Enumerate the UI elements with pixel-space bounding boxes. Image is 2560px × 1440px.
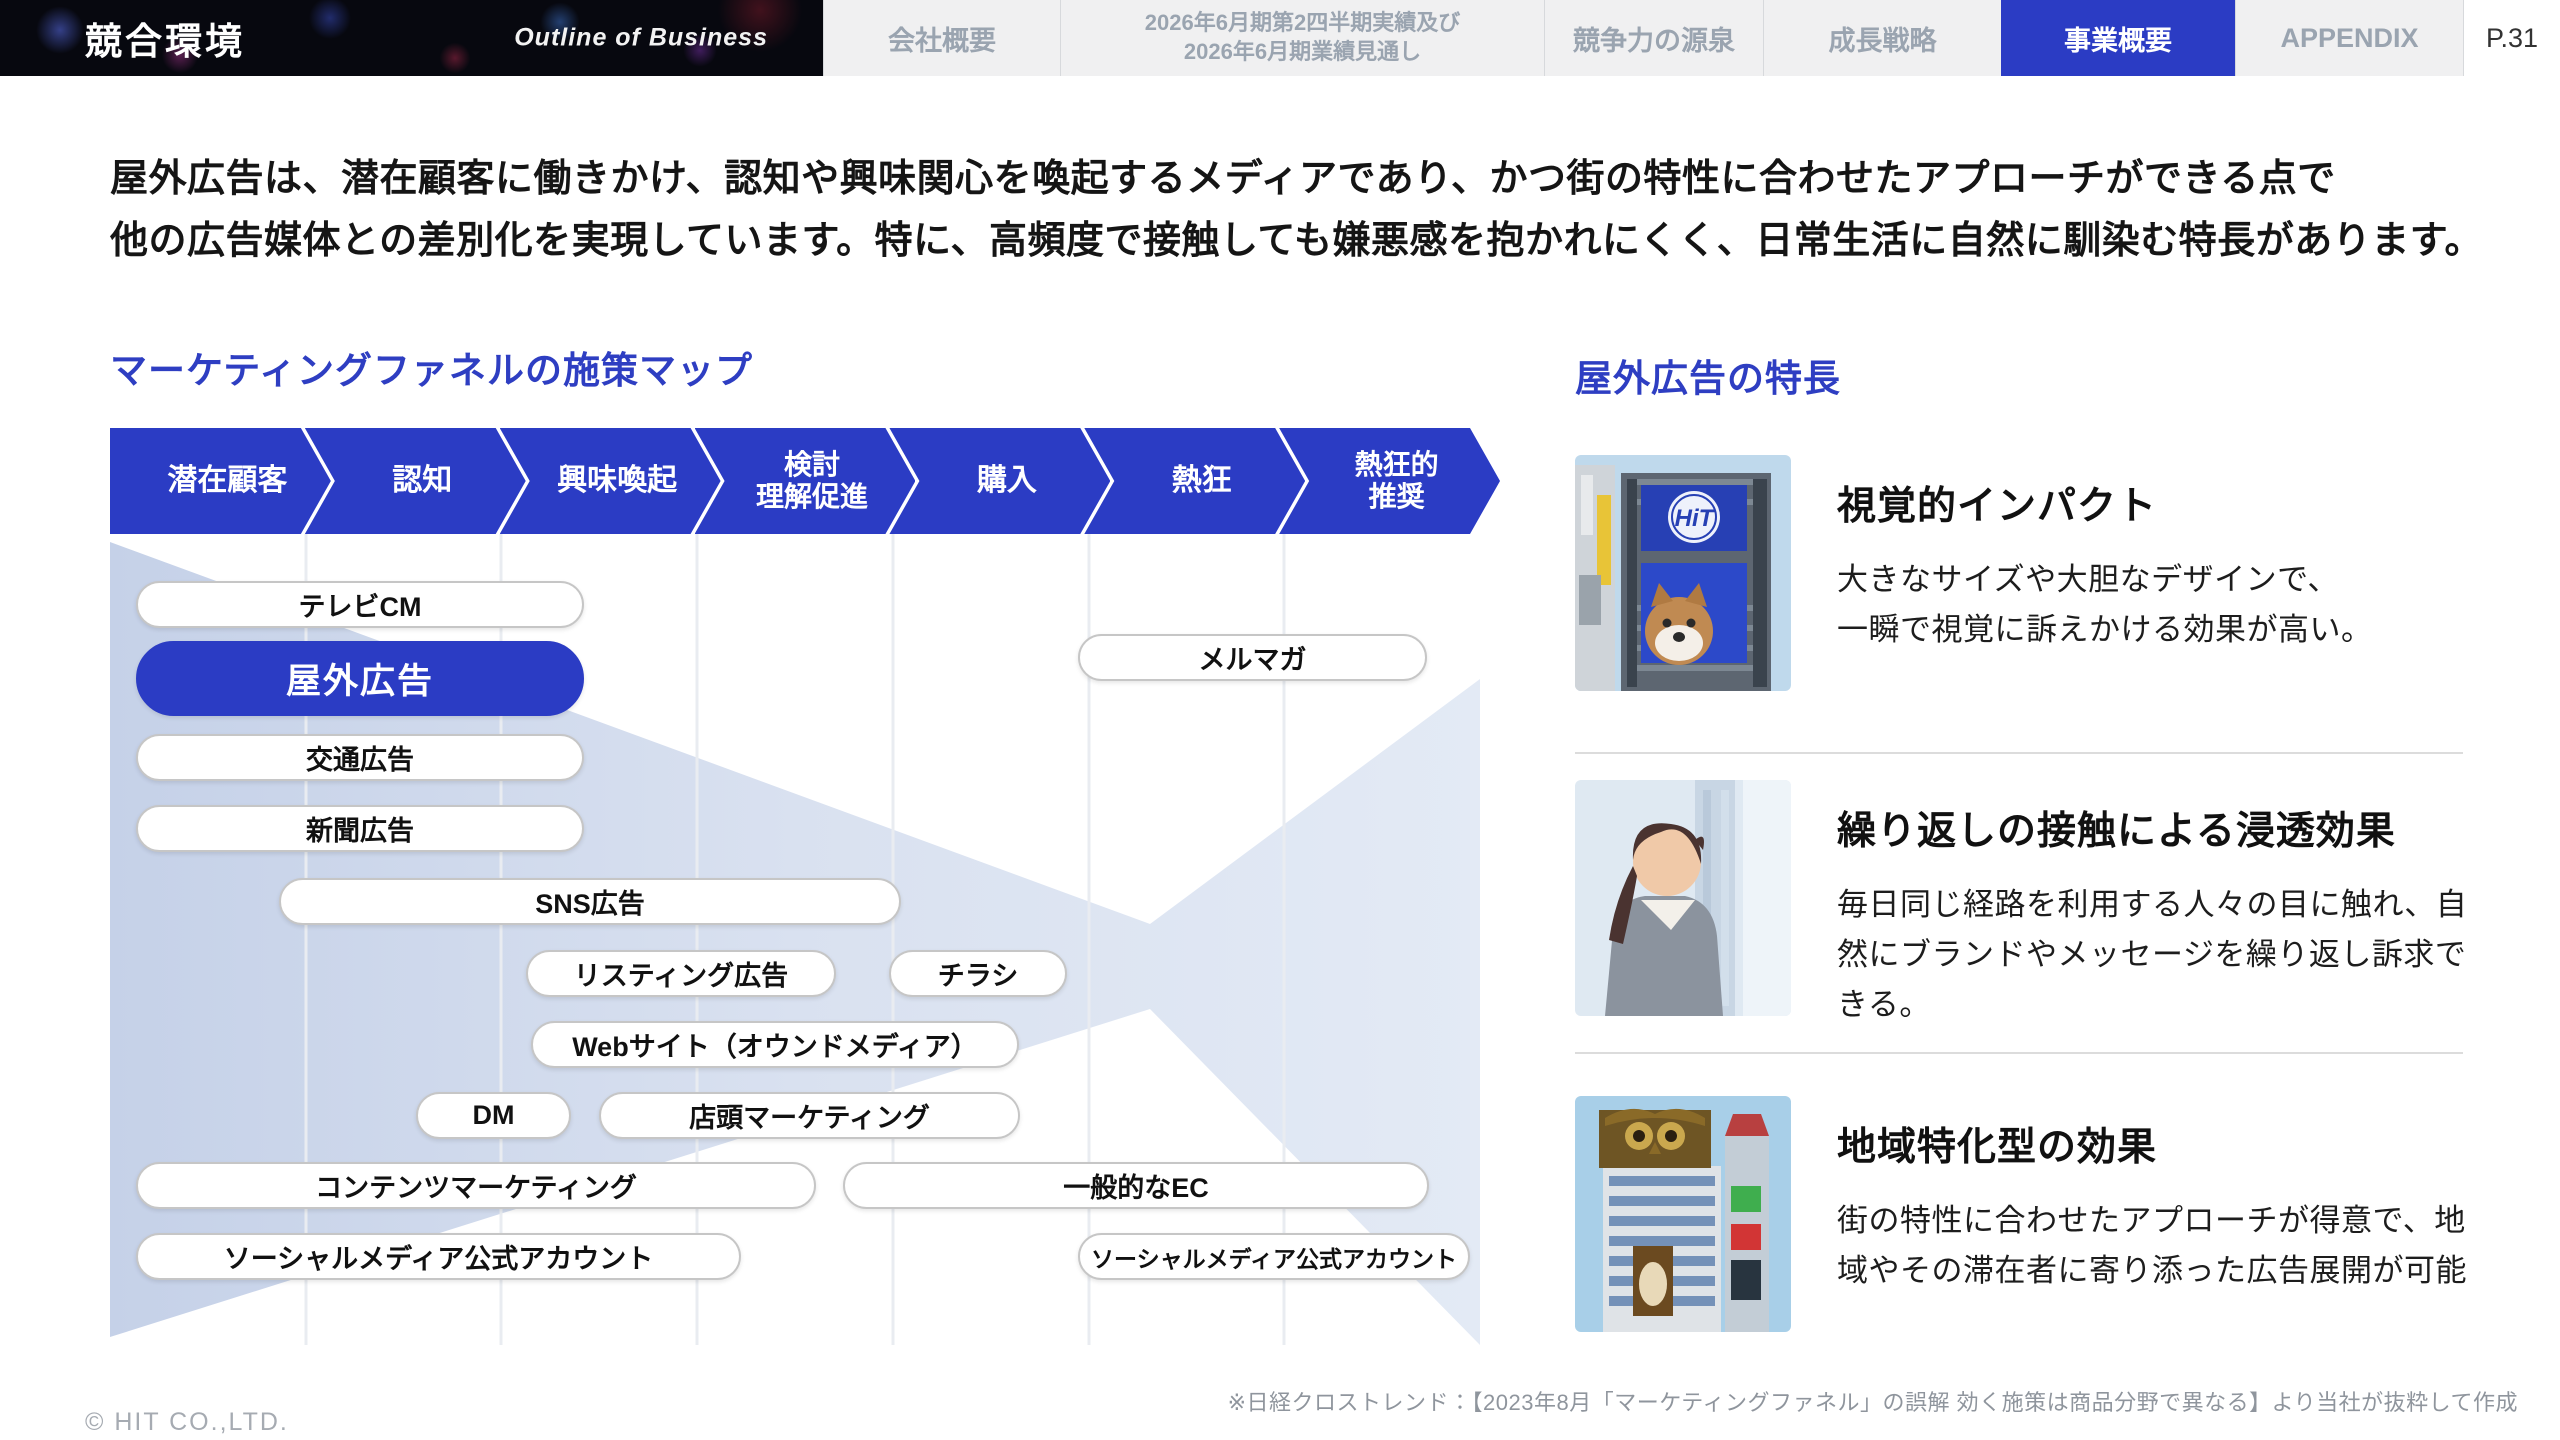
feature-heading: 繰り返しの接触による浸透効果 [1837, 810, 2396, 853]
slide-section-subtitle: Outline of Business [514, 23, 768, 52]
stage-arrow-interest: 興味喚起 [500, 428, 721, 534]
feature-heading: 視覚的インパクト [1837, 485, 2158, 528]
funnel-pill-mail-magazine: メルマガ [1078, 634, 1427, 681]
feature-image-woman-looking-up [1575, 780, 1791, 1016]
intro-line-2: 他の広告媒体との差別化を実現しています。特に、高頻度で接触しても嫌悪感を抱かれに… [110, 220, 2483, 262]
tab-fy2026-results[interactable]: 2026年6月期第2四半期実績及び 2026年6月期業績見通し [1060, 0, 1544, 76]
funnel-pill-newspaper-ad: 新聞広告 [136, 805, 584, 852]
funnel-pill-content-marketing: コンテンツマーケティング [136, 1162, 816, 1209]
page-number: P.31 [2463, 0, 2560, 76]
tab-competitive-strength[interactable]: 競争力の源泉 [1544, 0, 1763, 76]
funnel-section-title: マーケティングファネルの施策マップ [110, 350, 754, 391]
feature-body: 大きなサイズや大胆なデザインで、 一瞬で視覚に訴えかける効果が高い。 [1837, 562, 2373, 647]
feature-visual-impact: HiT 視覚的インパクト 大きなサイズや大胆なデザインで、 一瞬で視覚に訴えかけ… [1575, 455, 2505, 691]
tab-appendix[interactable]: APPENDIX [2235, 0, 2463, 76]
funnel-pill-social-official-left: ソーシャルメディア公式アカウント [136, 1233, 741, 1280]
feature-local-effect: 地域特化型の効果 街の特性に合わせたアプローチが得意で、地域やその滞在者に寄り添… [1575, 1096, 2505, 1332]
tab-growth-strategy[interactable]: 成長戦略 [1763, 0, 2001, 76]
slide-section-title: 競合環境 [85, 21, 245, 62]
feature-divider [1575, 1052, 2463, 1054]
funnel-stage-arrows: 潜在顧客 認知 興味喚起 検討 理解促進 購入 熱狂 熱狂的 推奨 [110, 428, 1500, 534]
funnel-pill-general-ec: 一般的なEC [843, 1162, 1429, 1209]
copyright: © HIT CO.,LTD. [85, 1408, 289, 1436]
funnel-map-body: テレビCM 屋外広告 交通広告 新聞広告 メルマガ SNS広告 リスティング広告… [110, 534, 1480, 1345]
funnel-pill-sns-ad: SNS広告 [279, 878, 901, 925]
stage-arrow-awareness: 認知 [305, 428, 526, 534]
nav-tabs: 会社概要 2026年6月期第2四半期実績及び 2026年6月期業績見通し 競争力… [823, 0, 2560, 76]
svg-text:HiT: HiT [1675, 505, 1716, 532]
feature-text-local-effect: 地域特化型の効果 街の特性に合わせたアプローチが得意で、地域やその滞在者に寄り添… [1837, 1096, 2497, 1332]
features-section-title: 屋外広告の特長 [1575, 358, 1841, 399]
intro-line-1: 屋外広告は、潜在顧客に働きかけ、認知や興味関心を喚起するメディアであり、かつ街の… [110, 158, 2336, 200]
feature-heading: 地域特化型の効果 [1837, 1126, 2158, 1169]
header-photo-banner: 競合環境 Outline of Business [0, 0, 823, 76]
feature-body: 街の特性に合わせたアプローチが得意で、地域やその滞在者に寄り添った広告展開が可能 [1837, 1203, 2467, 1288]
funnel-pill-social-official-right: ソーシャルメディア公式アカウント [1078, 1233, 1470, 1280]
source-note: ※日経クロストレンド：【2023年8月「マーケティングファネル」の誤解 効く施策… [1227, 1390, 2518, 1415]
tab-company-overview[interactable]: 会社概要 [823, 0, 1060, 76]
funnel-pill-website: Webサイト（オウンドメディア） [531, 1021, 1019, 1068]
feature-divider [1575, 752, 2463, 754]
stage-arrow-purchase: 購入 [889, 428, 1110, 534]
tab-business-overview[interactable]: 事業概要 [2001, 0, 2235, 76]
stage-arrow-potential-customers: 潜在顧客 [110, 428, 331, 534]
feature-text-visual-impact: 視覚的インパクト 大きなサイズや大胆なデザインで、 一瞬で視覚に訴えかける効果が… [1837, 455, 2497, 691]
intro-paragraph: 屋外広告は、潜在顧客に働きかけ、認知や興味関心を喚起するメディアであり、かつ街の… [110, 148, 2510, 272]
funnel-pill-flyer: チラシ [889, 950, 1067, 997]
feature-repeat-exposure: 繰り返しの接触による浸透効果 毎日同じ経路を利用する人々の目に触れ、自然にブラン… [1575, 780, 2505, 1030]
top-navigation-bar: 競合環境 Outline of Business 会社概要 2026年6月期第2… [0, 0, 2560, 76]
funnel-pill-listing-ad: リスティング広告 [526, 950, 836, 997]
funnel-pill-dm: DM [416, 1092, 571, 1139]
feature-image-dog-billboard: HiT [1575, 455, 1791, 691]
funnel-pill-tv-cm: テレビCM [136, 581, 584, 628]
feature-body: 毎日同じ経路を利用する人々の目に触れ、自然にブランドやメッセージを繰り返し訴求で… [1837, 887, 2468, 1022]
feature-text-repeat-exposure: 繰り返しの接触による浸透効果 毎日同じ経路を利用する人々の目に触れ、自然にブラン… [1837, 780, 2497, 1030]
stage-arrow-consideration: 検討 理解促進 [695, 428, 916, 534]
funnel-pill-transit-ad: 交通広告 [136, 734, 584, 781]
feature-image-owl-billboard-building [1575, 1096, 1791, 1332]
funnel-pill-outdoor-ad: 屋外広告 [136, 641, 584, 716]
stage-arrow-advocacy: 熱狂的 推奨 [1279, 428, 1500, 534]
funnel-pill-instore-marketing: 店頭マーケティング [599, 1092, 1020, 1139]
stage-arrow-enthusiasm: 熱狂 [1084, 428, 1305, 534]
